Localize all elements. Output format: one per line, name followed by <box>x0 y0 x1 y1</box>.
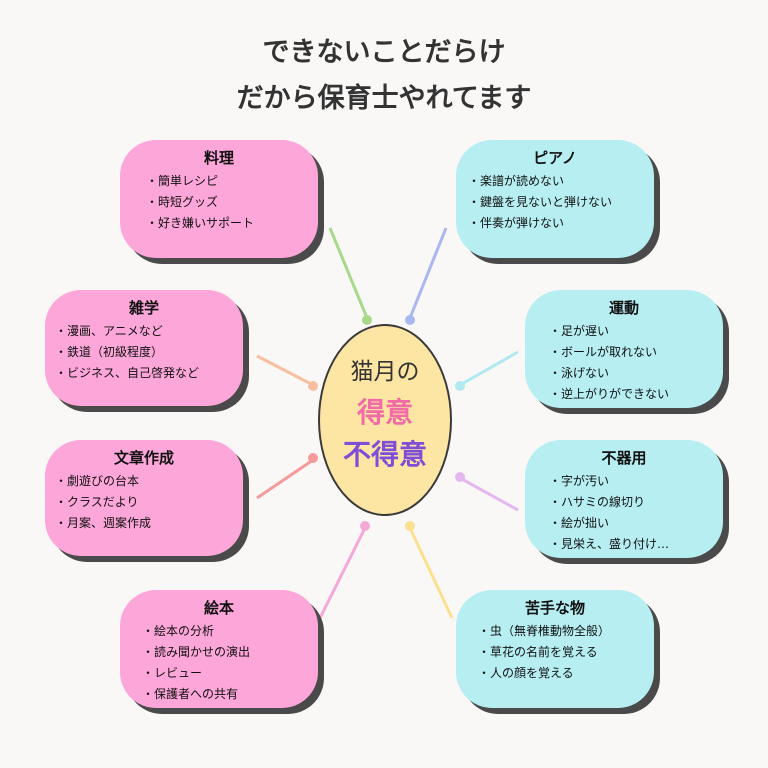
connector-clumsy <box>459 476 519 512</box>
list-item: 月案、週案作成 <box>55 513 243 534</box>
list-item: 漫画、アニメなど <box>55 321 243 342</box>
list-item: レビュー <box>142 663 318 684</box>
connector-dot-clumsy <box>455 472 465 482</box>
item-list: 足が遅い ボールが取れない 泳げない 逆上がりができない <box>525 321 723 405</box>
list-item: 草花の名前を覚える <box>478 642 654 663</box>
list-item: 鍵盤を見ないと弾けない <box>468 192 654 213</box>
title-line-1: できないことだらけ <box>262 37 506 68</box>
connector-dot-piano <box>405 315 415 325</box>
connector-dislikes <box>408 527 454 619</box>
list-item: 人の顔を覚える <box>478 663 654 684</box>
title-line-2: だから保育士やれてます <box>236 83 532 114</box>
list-item: 絵が拙い <box>549 513 723 534</box>
card-piano: ピアノ 楽譜が読めない 鍵盤を見ないと弾けない 伴奏が弾けない <box>456 140 654 258</box>
center-oval: 猫月の 得意 不得意 <box>318 324 452 516</box>
item-list: 絵本の分析 読み聞かせの演出 レビュー 保護者への共有 <box>120 621 318 705</box>
card-sports: 運動 足が遅い ボールが取れない 泳げない 逆上がりができない <box>525 290 723 408</box>
connector-dot-picturebooks <box>360 521 370 531</box>
connector-cooking <box>328 227 369 319</box>
list-item: 虫（無脊椎動物全般） <box>478 621 654 642</box>
card-title: 苦手な物 <box>524 599 585 617</box>
list-item: 伴奏が弾けない <box>468 213 654 234</box>
connector-piano <box>408 227 448 319</box>
list-item: 絵本の分析 <box>142 621 318 642</box>
connector-sports <box>459 350 519 387</box>
list-item: 足が遅い <box>549 321 723 342</box>
card-picture-books: 絵本 絵本の分析 読み聞かせの演出 レビュー 保護者への共有 <box>120 590 318 708</box>
list-item: ビジネス、自己啓発など <box>55 363 243 384</box>
list-item: 泳げない <box>549 363 723 384</box>
connector-dot-sports <box>455 381 465 391</box>
connector-picturebooks <box>318 527 367 619</box>
list-item: 楽譜が読めない <box>468 171 654 192</box>
card-dislikes: 苦手な物 虫（無脊椎動物全般） 草花の名前を覚える 人の顔を覚える <box>456 590 654 708</box>
center-weaknesses-label: 不得意 <box>342 438 427 471</box>
card-cooking: 料理 簡単レシピ 時短グッズ 好き嫌いサポート <box>120 140 318 258</box>
card-title: 雑学 <box>128 299 159 317</box>
center-name: 猫月の <box>350 359 420 385</box>
card-trivia: 雑学 漫画、アニメなど 鉄道（初級程度） ビジネス、自己啓発など <box>45 290 243 406</box>
list-item: 簡単レシピ <box>146 171 318 192</box>
list-item: ボールが取れない <box>549 342 723 363</box>
card-title: 料理 <box>203 149 234 167</box>
item-list: 楽譜が読めない 鍵盤を見ないと弾けない 伴奏が弾けない <box>456 171 654 234</box>
item-list: 虫（無脊椎動物全般） 草花の名前を覚える 人の顔を覚える <box>456 621 654 684</box>
list-item: ハサミの線切り <box>549 492 723 513</box>
connector-dot-dislikes <box>405 521 415 531</box>
card-clumsy: 不器用 字が汚い ハサミの線切り 絵が拙い 見栄え、盛り付け… <box>525 440 723 558</box>
list-item: 劇遊びの台本 <box>55 471 243 492</box>
item-list: 字が汚い ハサミの線切り 絵が拙い 見栄え、盛り付け… <box>525 471 723 555</box>
center-strengths-label: 得意 <box>356 396 413 429</box>
list-item: クラスだより <box>55 492 243 513</box>
connector-dot-cooking <box>362 315 372 325</box>
list-item: 字が汚い <box>549 471 723 492</box>
list-item: 逆上がりができない <box>549 384 723 405</box>
list-item: 時短グッズ <box>146 192 318 213</box>
list-item: 見栄え、盛り付け… <box>549 534 723 555</box>
connector-trivia <box>256 354 314 387</box>
page-title: できないことだらけ だから保育士やれてます <box>0 30 768 122</box>
card-title: 文章作成 <box>113 449 174 467</box>
card-title: 不器用 <box>601 449 647 467</box>
card-title: ピアノ <box>533 149 577 167</box>
item-list: 劇遊びの台本 クラスだより 月案、週案作成 <box>45 471 243 534</box>
list-item: 保護者への共有 <box>142 684 318 705</box>
card-writing: 文章作成 劇遊びの台本 クラスだより 月案、週案作成 <box>45 440 243 556</box>
list-item: 鉄道（初級程度） <box>55 342 243 363</box>
connector-writing <box>256 458 314 500</box>
item-list: 簡単レシピ 時短グッズ 好き嫌いサポート <box>120 171 318 234</box>
connector-dot-writing <box>308 453 318 463</box>
item-list: 漫画、アニメなど 鉄道（初級程度） ビジネス、自己啓発など <box>45 321 243 384</box>
list-item: 好き嫌いサポート <box>146 213 318 234</box>
card-title: 絵本 <box>203 599 234 617</box>
connector-dot-trivia <box>308 381 318 391</box>
card-title: 運動 <box>608 299 639 317</box>
list-item: 読み聞かせの演出 <box>142 642 318 663</box>
